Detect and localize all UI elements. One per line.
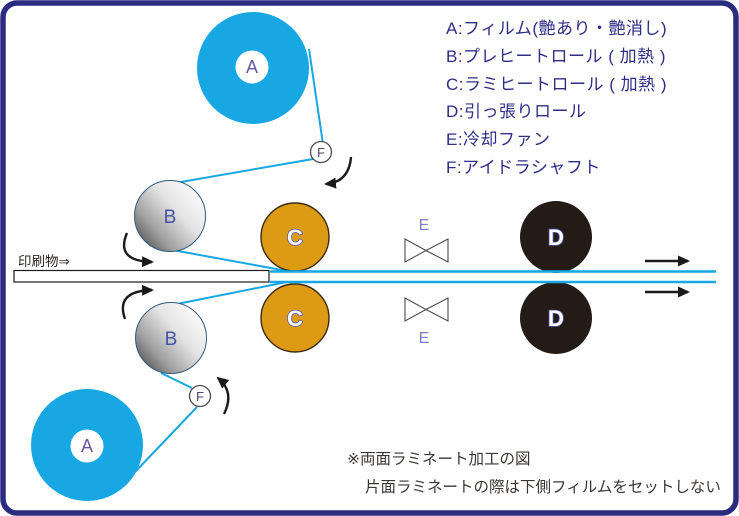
printed-material-sheet — [13, 269, 270, 283]
preheat-roll-b-bottom — [135, 302, 207, 374]
idler-shaft-f-top-label: F — [317, 145, 325, 160]
rotation-arrow-top-c — [324, 156, 353, 189]
preheat-roll-b-top-label: B — [164, 207, 177, 228]
film-path-top-b-to-nip — [166, 248, 288, 272]
film-roll-a-top-core — [235, 50, 269, 84]
film-roll-a-bottom-core — [70, 429, 104, 463]
rolls — [31, 12, 592, 501]
film-path-top-f-to-b — [174, 158, 314, 184]
film-path-top-a-to-f — [308, 48, 324, 145]
film-roll-a-bottom-label: A — [81, 436, 93, 456]
idler-shaft-f-bottom-label: F — [196, 389, 204, 404]
legend-item-laminate: C:ラミヒートロール ( 加熱 ) — [446, 75, 667, 94]
legend-item-pull: D:引っ張りロール — [446, 102, 587, 121]
roll-letters: A A B B C C D D E E F F — [81, 57, 565, 456]
preheat-roll-b-top — [134, 180, 206, 252]
pull-roll-d-top-label: D — [548, 225, 564, 250]
legend-item-preheat: B:プレヒートロール ( 加熱 ) — [446, 47, 666, 66]
legend-item-idler: F:アイドラシャフト — [446, 158, 601, 177]
laminate-roll-c-bottom — [260, 283, 330, 353]
laminate-roll-c-top-label: C — [287, 225, 303, 250]
film-path-bottom-f-to-b — [160, 372, 193, 389]
cooling-fan-e-top-label: E — [419, 217, 430, 234]
film-path-bottom-b-to-nip — [176, 281, 288, 305]
legend: A:フィルム(艶あり・艶消し) B:プレヒートロール ( 加熱 ) C:ラミヒー… — [446, 19, 667, 177]
cooling-fans — [404, 238, 449, 322]
pull-roll-d-bottom — [520, 282, 592, 354]
rotation-arrow-bottom-b — [121, 284, 154, 320]
pull-roll-d-bottom-label: D — [548, 306, 564, 331]
laminated-web-lines — [270, 270, 716, 284]
idler-shaft-f-bottom — [188, 384, 212, 408]
footnote-line-1: ※両面ラミネート加工の図 — [347, 450, 531, 468]
printed-material-label: 印刷物⇒ — [18, 254, 70, 269]
pull-roll-d-top — [520, 201, 592, 273]
film-path-bottom-a-to-f — [134, 406, 198, 473]
footnote-line-2: 片面ラミネートの際は下側フィルムをセットしない — [365, 478, 721, 496]
rotation-arrow-top-b — [122, 232, 154, 268]
arrows — [121, 156, 690, 415]
preheat-roll-b-bottom-label: B — [165, 329, 178, 350]
legend-item-fan: E:冷却ファン — [446, 130, 551, 149]
cooling-fan-icon-bottom — [404, 297, 449, 322]
idler-shaft-f-top — [309, 140, 333, 164]
legend-item-film: A:フィルム(艶あり・艶消し) — [446, 19, 667, 38]
film-roll-a-top-label: A — [246, 57, 258, 77]
cooling-fan-icon-top — [404, 238, 449, 263]
cooling-fan-e-bottom-label: E — [419, 330, 430, 347]
footnotes: ※両面ラミネート加工の図 片面ラミネートの際は下側フィルムをセットしない — [347, 450, 721, 496]
film-web-paths — [134, 48, 324, 473]
rotation-arrow-bottom-f — [216, 376, 230, 415]
laminate-roll-c-bottom-label: C — [287, 306, 303, 331]
